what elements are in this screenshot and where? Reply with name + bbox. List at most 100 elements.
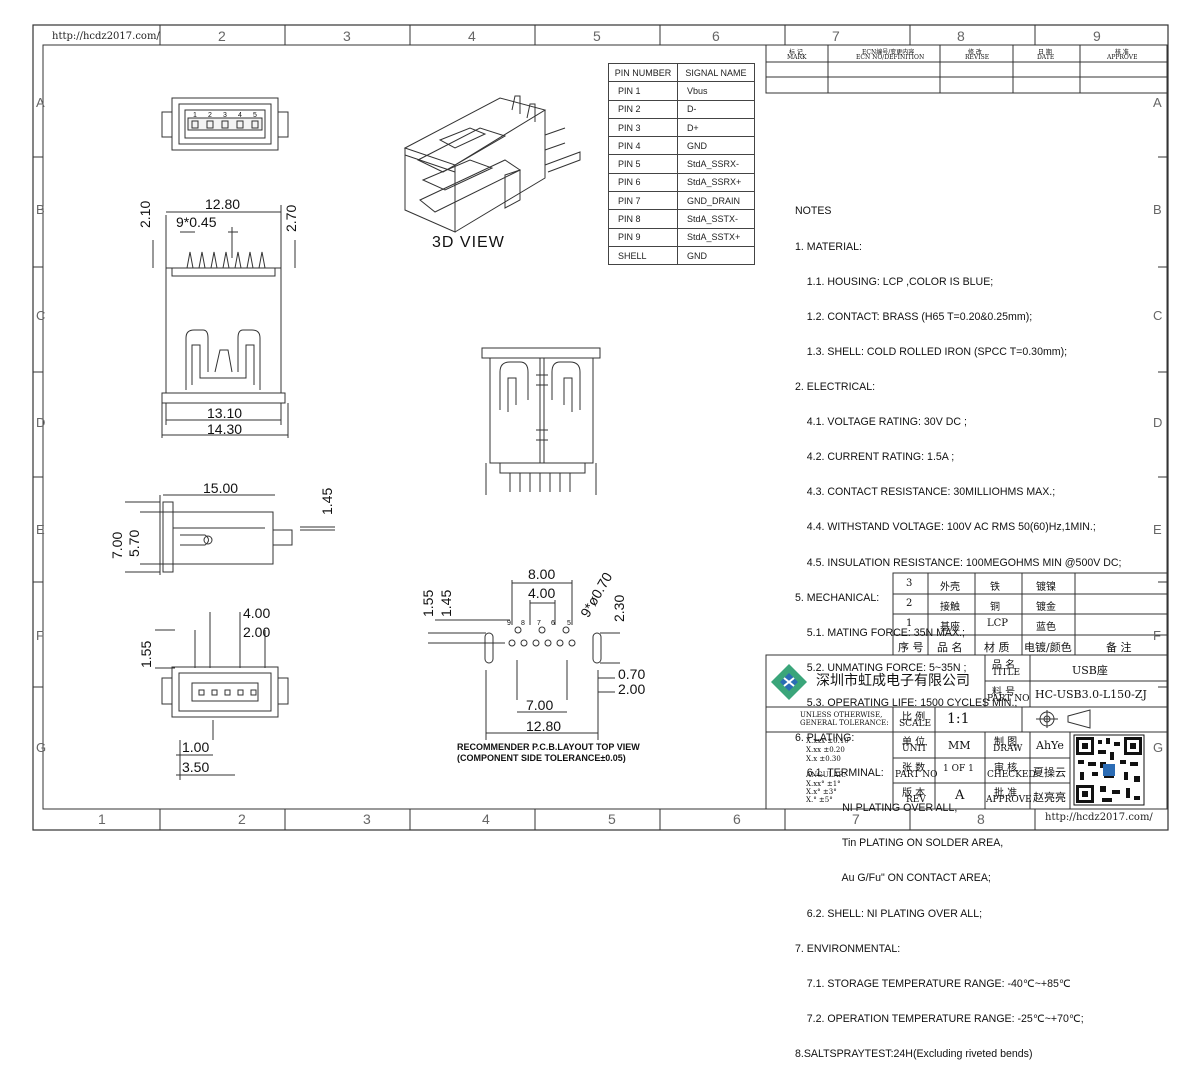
- dim-bottom-width-1: 13.10: [207, 405, 243, 421]
- zone-letter: B: [36, 202, 45, 217]
- note-line: 4.5. INSULATION RESISTANCE: 100MEGOHMS M…: [795, 556, 1122, 569]
- note-line: 1.2. CONTACT: BRASS (H65 T=0.20&0.25mm);: [795, 310, 1033, 323]
- bom-material: 铁: [990, 582, 1000, 593]
- pcb-layout: [428, 580, 620, 740]
- bom-name: 外壳: [940, 582, 960, 593]
- drawing-sheet: http://hcdz2017.com/ http://hcdz2017.com…: [32, 24, 1169, 1060]
- note-line: 5.3. OPERATING LIFE: 1500 CYCLES MIN.;: [795, 696, 1018, 709]
- rev-revise-cn: 修 改: [968, 49, 982, 56]
- dim-front-height: 1.55: [138, 640, 154, 668]
- tolerance-line: X.xx ±0.20: [806, 746, 845, 754]
- pin-cell: PIN 6: [608, 172, 678, 193]
- signal-cell: StdA_SSTX-: [676, 209, 756, 229]
- partno-value: HC-USB3.0-L150-ZJ: [1035, 688, 1147, 701]
- pin-numeral: 9: [507, 620, 511, 627]
- revision-table: [765, 44, 1168, 94]
- pin-numeral: 6: [551, 620, 555, 627]
- note-line: 7.2. OPERATION TEMPERATURE RANGE: -25℃~+…: [795, 1012, 1084, 1025]
- rev-mark-cn: 标 记: [789, 49, 803, 56]
- zone-number: 6: [712, 28, 720, 44]
- zone-letter: D: [36, 415, 46, 430]
- scale-label-cn: 比 例: [902, 712, 926, 723]
- angular-title: ANGULAR:: [806, 771, 847, 779]
- company-name: 深圳市虹成电子有限公司: [816, 673, 970, 689]
- qr-code: [1073, 734, 1145, 806]
- angular-line: X.xx° ±1°: [806, 780, 841, 788]
- inner-border: [42, 44, 1168, 810]
- signal-cell: GND_DRAIN: [676, 191, 756, 211]
- angular-line: X.° ±5°: [806, 796, 833, 804]
- rev-label-en: REV: [906, 795, 926, 805]
- zone-number: 2: [218, 28, 226, 44]
- tolerance-line: X.xxx ±0.10: [806, 737, 849, 745]
- bom-finish: 镀镍: [1036, 582, 1056, 593]
- bom-material: 铜: [990, 602, 1000, 613]
- outer-border: [32, 24, 1169, 831]
- dim-side-h3: 5.70: [126, 529, 142, 557]
- draw-value: AhYe: [1036, 739, 1064, 752]
- dim-bottom-width-2: 14.30: [207, 421, 243, 437]
- zone-letter: A: [1153, 95, 1162, 110]
- drawing-canvas: [32, 24, 1169, 831]
- zone-letter: A: [36, 95, 45, 110]
- side-view: [125, 494, 335, 575]
- partno-label-en: PART NO: [987, 694, 1030, 704]
- zone-letter: E: [36, 522, 45, 537]
- dim-top-pitch: 9*0.45: [176, 214, 217, 230]
- zone-letter: G: [1153, 740, 1164, 755]
- zone-number: 4: [482, 811, 490, 827]
- pin-table-header: PIN NUMBER SIGNAL NAME: [608, 62, 756, 83]
- url-bottom[interactable]: http://hcdz2017.com/: [1045, 812, 1153, 823]
- signal-cell: GND: [676, 245, 756, 266]
- checked-label-en: CHECKED: [987, 770, 1036, 780]
- dim-front-w2: 2.00: [243, 624, 271, 640]
- approve-value: 赵亮亮: [1033, 791, 1066, 804]
- zone-number: 6: [733, 811, 741, 827]
- dim-pcb-b2: 12.80: [526, 718, 562, 734]
- note-line: 5. MECHANICAL:: [795, 591, 880, 604]
- signal-cell: StdA_SSRX+: [676, 172, 756, 193]
- rev-date-cn: 日 期: [1038, 49, 1052, 56]
- zone-number: 9: [1093, 28, 1101, 44]
- zone-letter: E: [1153, 522, 1162, 537]
- dim-top-width: 12.80: [205, 196, 241, 212]
- bom-header-no: 序 号: [898, 641, 924, 654]
- dim-side-h2: 7.00: [109, 531, 125, 559]
- sheet-value: 1 OF 1: [943, 764, 974, 774]
- dim-side-h1: 1.45: [319, 487, 335, 515]
- middle-elevation-view: [481, 347, 601, 495]
- front-bottom-view: [155, 612, 289, 780]
- partno-label-cn: 料 号: [992, 687, 1016, 698]
- zone-letter: C: [36, 308, 46, 323]
- unit-label-en: UNIT: [902, 744, 928, 754]
- zone-number: 2: [238, 811, 246, 827]
- url-top[interactable]: http://hcdz2017.com/: [52, 31, 160, 42]
- signal-cell: D+: [676, 117, 756, 138]
- approve-label-cn: 批 准: [994, 788, 1018, 799]
- company-logo: [771, 664, 807, 700]
- pin-cell: PIN 1: [608, 81, 678, 101]
- pcb-caption-2: (COMPONENT SIDE TOLERANCE±0.05): [457, 753, 626, 763]
- rev-approve-cn: 核 准: [1115, 49, 1129, 56]
- checked-value: 夏操云: [1033, 766, 1066, 779]
- bom-name: 基座: [940, 622, 960, 633]
- note-line: 7.1. STORAGE TEMPERATURE RANGE: -40℃~+85…: [795, 977, 1071, 990]
- pin-number-header: PIN NUMBER: [608, 62, 678, 83]
- pin-cell: PIN 3: [608, 117, 678, 138]
- dim-pcb-w1: 8.00: [528, 566, 556, 582]
- bom-name: 接触: [940, 602, 960, 613]
- signal-name-header: SIGNAL NAME: [676, 62, 756, 83]
- zone-number: 3: [363, 811, 371, 827]
- zone-letter: F: [1153, 628, 1161, 643]
- note-line: 7. ENVIRONMENTAL:: [795, 942, 901, 955]
- zone-number: 7: [852, 811, 860, 827]
- angular-line: X.x° ±3°: [806, 788, 837, 796]
- title-label-en: TITLE: [992, 668, 1021, 678]
- note-line: 1. MATERIAL:: [795, 240, 862, 253]
- zone-number: 3: [343, 28, 351, 44]
- bom-no: 1: [906, 618, 913, 629]
